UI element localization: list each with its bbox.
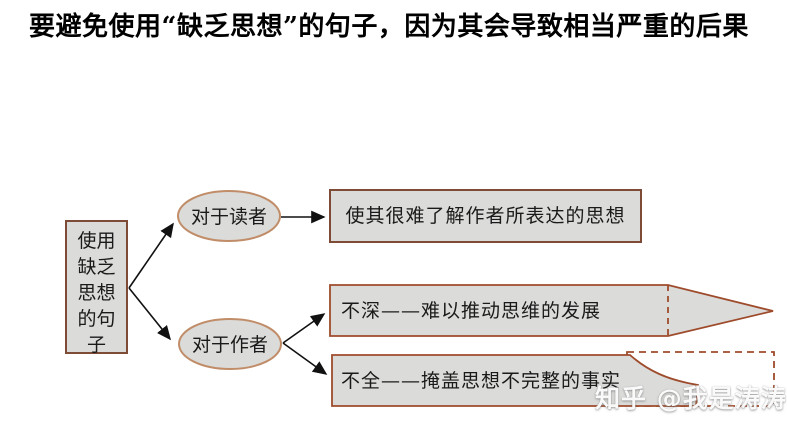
authors-ellipse-shape	[178, 318, 282, 370]
arrow-authors-to-not-complete	[282, 342, 328, 375]
readers-ellipse-label: 对于读者	[190, 206, 267, 228]
outcome-not-complete-label: 不全——掩盖思想不完整的事实	[341, 369, 622, 392]
arrow-root-to-readers	[128, 222, 174, 289]
outcome-readers-shape	[329, 189, 642, 243]
page-title: 要避免使用“缺乏思想”的句子，因为其会导致相当严重的后果	[29, 12, 749, 42]
outcome-not-deep-label: 不深——难以推动思维的发展	[341, 299, 602, 322]
arrow-authors-to-not-deep	[282, 313, 326, 344]
zhihu-watermark: 知乎 @我是涛涛	[595, 384, 787, 413]
readers-ellipse-shape	[177, 190, 281, 242]
outcome-readers-label: 使其很难了解作者所表达的思想	[345, 205, 626, 227]
outcome-not-complete-shape	[331, 354, 699, 407]
arrow-root-to-authors	[128, 287, 172, 341]
authors-ellipse-label: 对于作者	[191, 334, 268, 356]
root-box-label-text: 使用缺乏思想的句子	[77, 230, 116, 356]
root-box-shape	[65, 220, 128, 354]
outcome-not-deep-shape	[329, 284, 774, 337]
root-box-label: 使用缺乏思想的句子	[64, 228, 129, 358]
